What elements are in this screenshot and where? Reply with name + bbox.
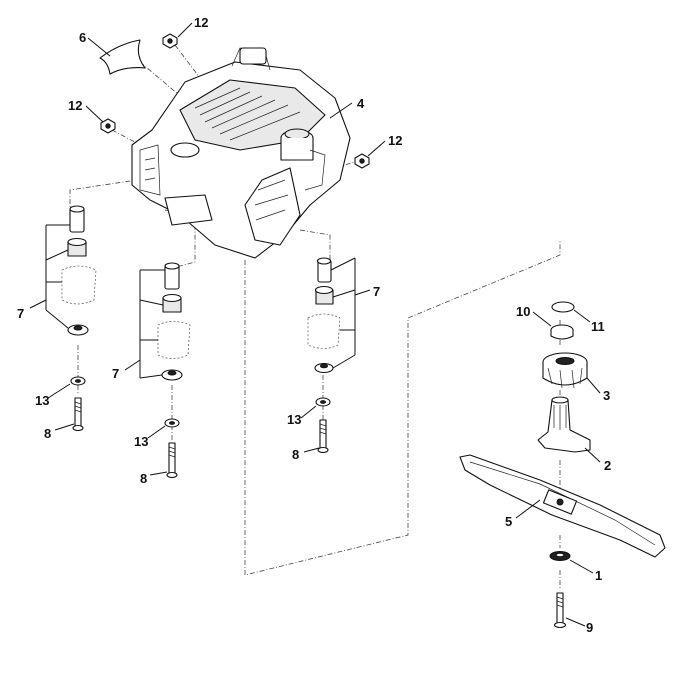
bolt-right	[317, 419, 329, 454]
callout-7-right: 7	[373, 284, 380, 299]
blade-washer	[549, 551, 571, 561]
bolt-left	[72, 397, 84, 432]
callout-5: 5	[505, 514, 512, 529]
callout-3: 3	[603, 388, 610, 403]
callout-13-right: 13	[287, 412, 301, 427]
washer-middle	[164, 418, 180, 428]
callout-2: 2	[604, 458, 611, 473]
mount-stack-right	[307, 257, 341, 374]
nut-right	[354, 153, 370, 169]
callout-8-left: 8	[44, 426, 51, 441]
cable-tie	[99, 39, 146, 75]
leader-lines	[29, 22, 601, 627]
blade-bolt	[553, 592, 567, 629]
callout-13-middle: 13	[134, 434, 148, 449]
blade-hub	[537, 396, 591, 453]
mower-blade	[459, 454, 666, 558]
callout-4: 4	[357, 96, 365, 111]
nut-left	[100, 118, 116, 134]
bolt-middle	[166, 442, 178, 479]
callout-labels: 1 2 3 4 5 6 7 7 7 8 8 8 9 10 11 12 12 12…	[17, 15, 611, 635]
washer-right	[315, 397, 331, 407]
mount-stack-left	[61, 205, 97, 336]
blade-adapter	[542, 352, 588, 389]
callout-12-top: 12	[194, 15, 208, 30]
circlip	[551, 301, 575, 313]
callout-13-left: 13	[35, 393, 49, 408]
washer-left	[70, 376, 86, 386]
callout-10: 10	[516, 304, 530, 319]
engine	[131, 47, 351, 259]
callout-1: 1	[595, 568, 602, 583]
callout-12-right: 12	[388, 133, 402, 148]
ring	[550, 324, 574, 340]
callout-8-middle: 8	[140, 471, 147, 486]
callout-12-left: 12	[68, 98, 82, 113]
mount-stack-middle	[157, 262, 191, 381]
callout-9: 9	[586, 620, 593, 635]
callout-11: 11	[591, 319, 605, 334]
callout-8-right: 8	[292, 447, 299, 462]
callout-6: 6	[79, 30, 86, 45]
callout-7-middle: 7	[112, 366, 119, 381]
callout-7-left: 7	[17, 306, 24, 321]
nut-top	[162, 33, 178, 49]
